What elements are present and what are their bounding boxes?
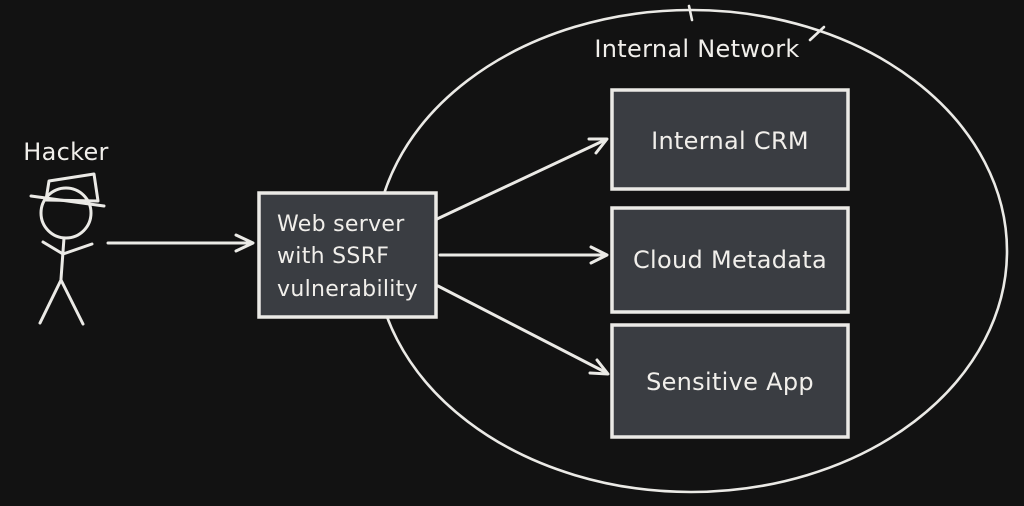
internal-network-label: Internal Network <box>594 35 799 63</box>
sensitive-app-label: Sensitive App <box>646 368 814 396</box>
arrow-webserver-to-crm <box>435 137 609 221</box>
ellipse-stroke-overlap-tick <box>687 4 694 22</box>
cloud-metadata-label: Cloud Metadata <box>633 246 827 274</box>
node-cloud-metadata: Cloud Metadata <box>610 206 850 314</box>
web-server-label-line2: with SSRF <box>277 244 389 269</box>
node-web-server: Web server with SSRF vulnerability <box>257 191 438 319</box>
arms <box>41 240 94 256</box>
hacker-label: Hacker <box>23 138 108 166</box>
internal-crm-label: Internal CRM <box>651 127 809 155</box>
arrowhead-icon <box>589 245 609 265</box>
web-server-label-line1: Web server <box>277 212 405 237</box>
web-server-box <box>257 191 438 319</box>
hacker-figure: Hacker <box>23 138 108 326</box>
arrow-webserver-to-sensitive-app <box>436 284 610 376</box>
head <box>39 186 93 240</box>
arrow-shaft <box>435 138 607 221</box>
body <box>59 236 66 281</box>
legs <box>38 278 85 326</box>
hat-crown <box>44 172 100 203</box>
arrows <box>106 137 610 376</box>
node-sensitive-app: Sensitive App <box>610 323 850 439</box>
arrowhead-icon <box>587 137 609 155</box>
hat-brim <box>29 194 106 208</box>
cloud-metadata-box <box>610 206 850 314</box>
hacker-stick-figure-icon <box>29 172 106 326</box>
arrowhead-icon <box>234 233 255 253</box>
web-server-label-line3: vulnerability <box>277 277 418 302</box>
arrow-webserver-to-cloud-metadata <box>438 245 609 265</box>
arrow-shaft <box>436 284 607 374</box>
ellipse-stroke-end-tick <box>808 25 826 42</box>
arrow-hacker-to-webserver <box>106 233 255 253</box>
sensitive-app-box <box>610 323 850 439</box>
internal-crm-box <box>610 88 850 191</box>
arrowhead-icon <box>588 358 610 376</box>
node-internal-crm: Internal CRM <box>610 88 850 191</box>
